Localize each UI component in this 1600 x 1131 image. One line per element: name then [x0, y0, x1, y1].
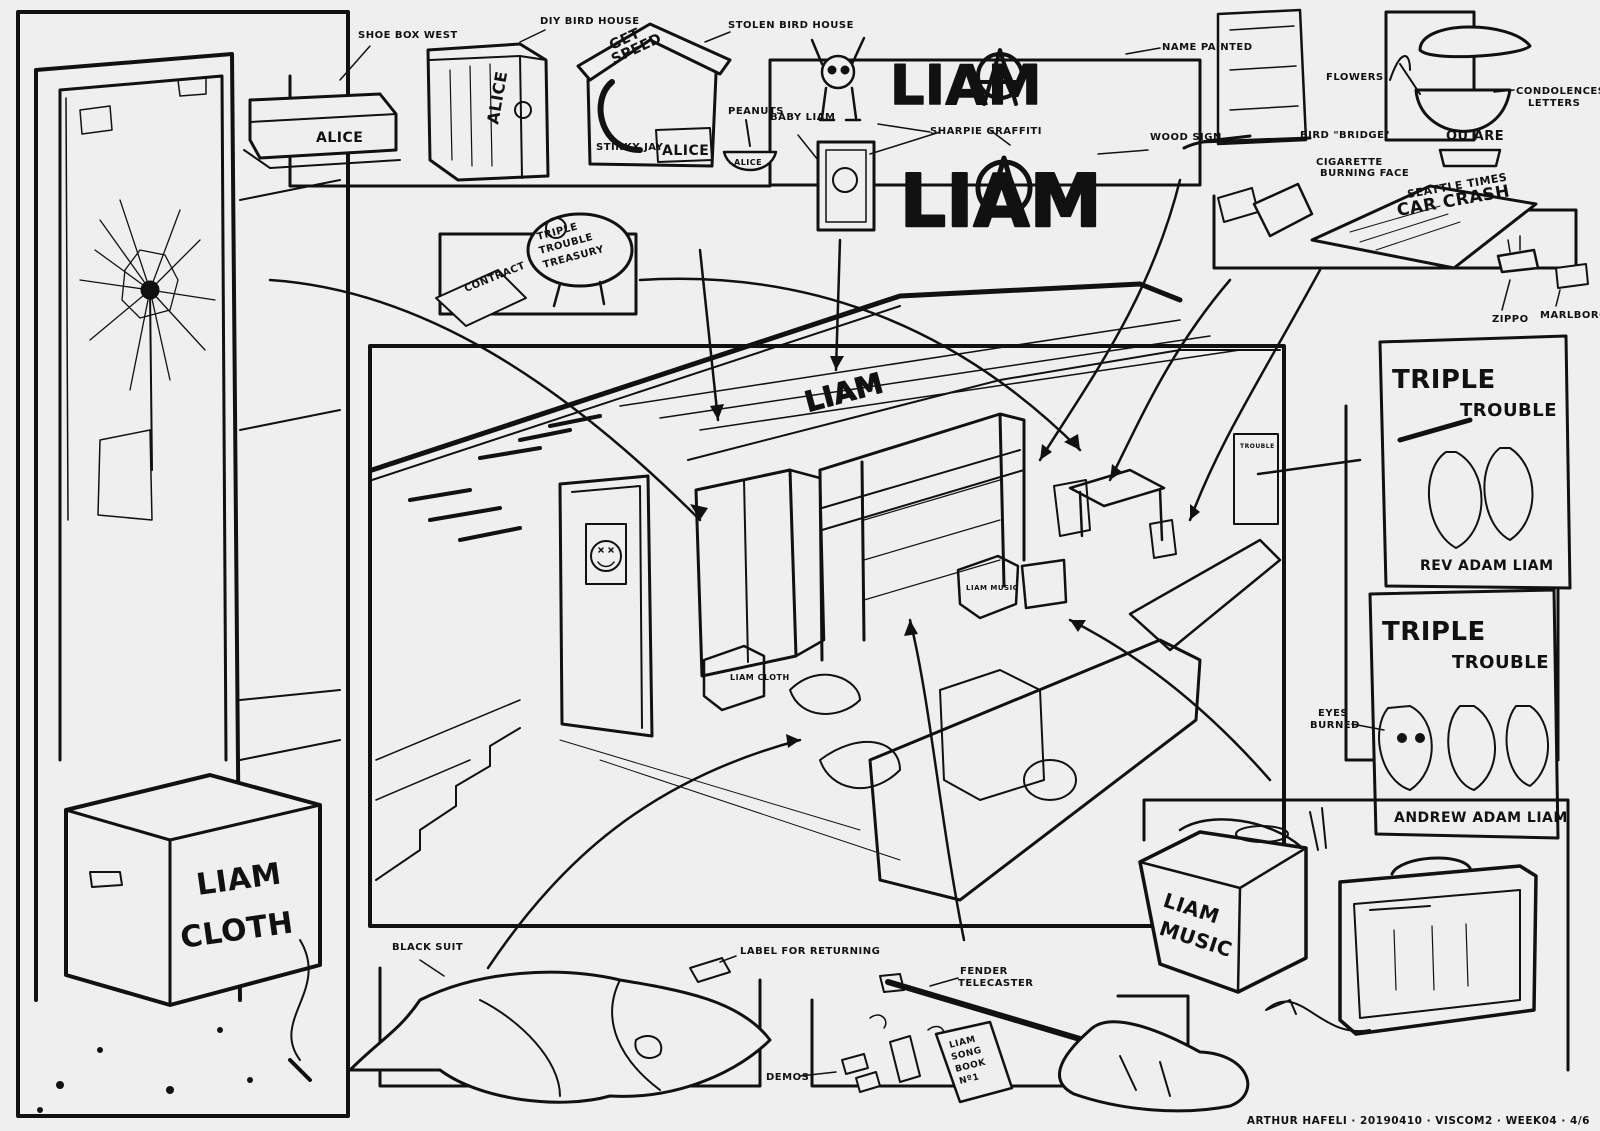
baby-liam-frame: [816, 140, 876, 232]
poster-2: [1368, 588, 1560, 840]
fender-telecaster: [879, 973, 1250, 1113]
poster-1: [1378, 334, 1572, 590]
diy-bird-house-label: DIY BIRD HOUSE: [540, 16, 640, 27]
demos-label: DEMOS: [766, 1072, 809, 1083]
marlboro-label: MARLBORO: [1540, 310, 1600, 321]
cigarette-label-1: CIGARETTE: [1316, 157, 1383, 168]
cat-sticker-icon: [810, 36, 866, 122]
shoe-box-text: ALICE: [316, 130, 363, 146]
zippo-label: ZIPPO: [1492, 314, 1529, 325]
room-box-clothes: LIAM CLOTH: [730, 673, 790, 682]
wood-sign: LIAM: [899, 155, 1103, 244]
urn-with-flowers: [1389, 25, 1532, 168]
song-book-line-4: Nº1: [958, 1072, 980, 1087]
peanuts-text: ALICE: [734, 158, 762, 167]
artist-credit: ARTHUR HAFELI · 20190410 · VISCOM2 · WEE…: [1246, 1115, 1590, 1127]
bird-bridge-label: BIRD "BRIDGE": [1300, 130, 1390, 141]
callout-arrows: [268, 178, 1362, 970]
flowers-label: FLOWERS: [1326, 72, 1384, 83]
eyes-burned-label-1: EYES: [1318, 708, 1348, 719]
shoe-box-prop: [243, 92, 401, 169]
poster-1-footer: REV ADAM LIAM: [1420, 558, 1554, 574]
window-bird-bridge: [1182, 8, 1312, 150]
stolen-bird-house: [576, 22, 732, 168]
music-frame-outline: [1142, 798, 1570, 1072]
cigarette-label-2: BURNING FACE: [1320, 168, 1409, 179]
arrow-heads: [690, 356, 1200, 748]
top-strip-frame: [288, 58, 1202, 188]
diy-bird-house: [426, 42, 550, 182]
baby-liam-label: BABY LIAM: [770, 112, 835, 123]
condolences-label-1: CONDOLENCES: [1516, 86, 1600, 97]
room-wall-name: LIAM: [801, 366, 887, 419]
room-box-music: LIAM MUSIC: [966, 584, 1018, 592]
zippo-icon: [1496, 235, 1540, 274]
poster-2-footer: ANDREW ADAM LIAM: [1394, 810, 1568, 826]
condolences-label-2: LETTERS: [1528, 98, 1580, 109]
black-suit-label: BLACK SUIT: [392, 942, 463, 953]
black-suit: [348, 957, 772, 1104]
name-painted-label: NAME PAINTED: [1162, 42, 1253, 53]
contract: [435, 269, 527, 327]
wood-sign-label: WOOD SIGN: [1150, 132, 1222, 143]
sharpie-graffiti-label: SHARPIE GRAFFITI: [930, 126, 1042, 137]
eyes-burned-label-2: BURNED: [1310, 720, 1360, 731]
fender-label-2: TELECASTER: [958, 978, 1034, 989]
liam-cloth-box: [64, 773, 322, 1082]
poster-2-subtitle: TROUBLE: [1452, 652, 1549, 673]
burned-photos: [1217, 182, 1314, 238]
poster-2-title: TRIPLE: [1382, 617, 1486, 647]
song-book: [934, 1020, 1014, 1104]
label-for-returning: LABEL FOR RETURNING: [740, 946, 880, 957]
urn-frame: [1384, 10, 1476, 142]
urn-text: OU ARE: [1446, 129, 1504, 144]
guitar-amp-icon: [1338, 856, 1538, 1036]
marlboro-icon: [1555, 263, 1589, 289]
anarchy-icon: [976, 48, 1024, 106]
demo-tapes: [841, 1014, 945, 1093]
shattered-mirror-icon: [79, 199, 216, 471]
shoe-box-label: SHOE BOX WEST: [358, 30, 458, 41]
newspaper: [1310, 184, 1538, 270]
stolen-house-text: ALICE: [662, 143, 709, 159]
stinky-jay-text: STINKY JAY: [596, 142, 664, 153]
door-panel: LIAM CLOTH: [16, 10, 350, 1118]
room-illustration: LIAM CLOTH LIAM TROUBLE LIAM MUSIC: [368, 281, 1286, 928]
peanuts-label: PEANUTS: [728, 106, 784, 117]
poster-1-title: TRIPLE: [1392, 365, 1496, 395]
poster-1-subtitle: TROUBLE: [1460, 400, 1557, 421]
piggy-bank: [526, 212, 634, 308]
room-desk-label: TROUBLE: [1240, 443, 1275, 450]
stolen-bird-house-label: STOLEN BIRD HOUSE: [728, 20, 854, 31]
fender-label-1: FENDER: [960, 966, 1008, 977]
peanuts-bowl: [722, 119, 778, 172]
liam-music-box: [1138, 807, 1327, 994]
